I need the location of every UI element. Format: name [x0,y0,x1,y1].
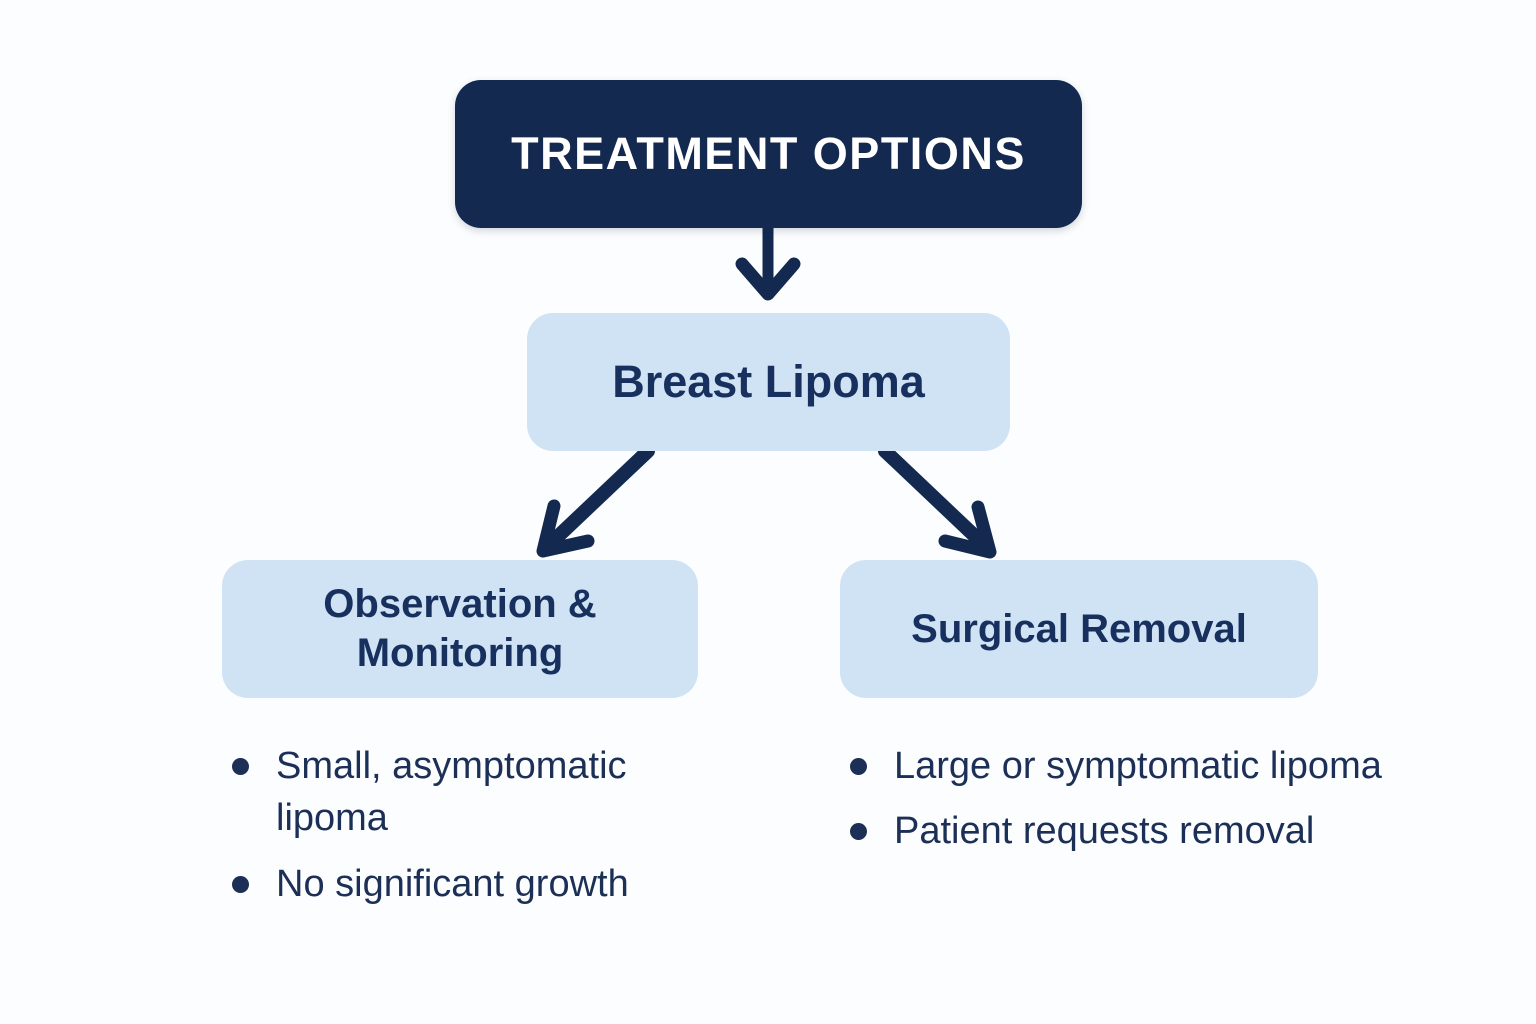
observation-bullet-list: Small, asymptomatic lipoma No significan… [228,740,698,923]
node-breast-lipoma: Breast Lipoma [527,313,1010,451]
node-breast-lipoma-label: Breast Lipoma [612,356,925,407]
arrow-down-right-icon [878,444,997,559]
list-item: Small, asymptomatic lipoma [228,740,698,845]
bullet-text: Small, asymptomatic lipoma [276,745,627,840]
list-item: Large or symptomatic lipoma [846,740,1386,792]
arrow-down-icon [735,222,801,301]
list-item: No significant growth [228,858,698,910]
node-observation-monitoring: Observation & Monitoring [222,560,698,698]
bullet-text: Large or symptomatic lipoma [894,745,1382,787]
node-surgical-removal-label: Surgical Removal [911,606,1247,651]
list-item: Patient requests removal [846,805,1386,857]
bullet-dot-icon [232,758,249,775]
node-treatment-options: TREATMENT OPTIONS [455,80,1082,228]
node-surgical-removal: Surgical Removal [840,560,1318,698]
bullet-dot-icon [232,875,249,893]
surgical-bullet-list: Large or symptomatic lipoma Patient requ… [846,740,1386,871]
bullet-text: Patient requests removal [894,810,1315,853]
bullet-dot-icon [850,758,867,775]
node-treatment-options-label: TREATMENT OPTIONS [511,128,1026,179]
arrow-down-left-icon [536,444,655,558]
bullet-dot-icon [850,823,867,841]
node-observation-monitoring-label: Observation & Monitoring [323,582,597,675]
bullet-text: No significant growth [276,862,629,905]
